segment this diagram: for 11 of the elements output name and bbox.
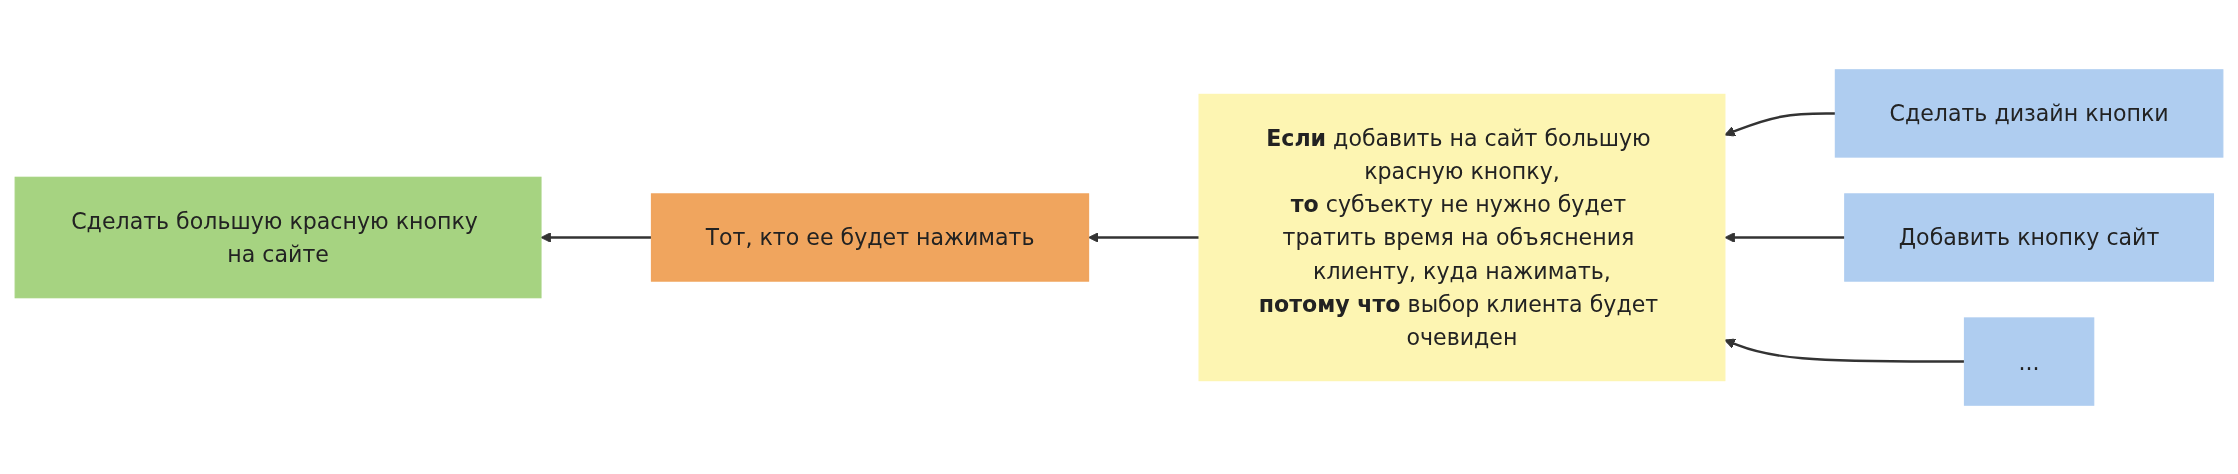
node-box: Тот, кто ее будет нажимать (650, 192, 1090, 282)
arrow (540, 231, 652, 243)
arrow (1088, 231, 1200, 243)
arrow (1724, 231, 1845, 243)
node-box: Добавить кнопку сайт (1844, 192, 2215, 282)
arrow (1724, 111, 1836, 136)
node-box: Сделать дизайн кнопки (1834, 68, 2224, 158)
node-box: Если добавить на сайт большую красную кнопку, то субъекту не нужно будет тратить время на объяснения клиенту, куда нажимать, потому что выбор клиента будет очевиден (1198, 93, 1726, 381)
node-box: ... (1963, 316, 2095, 406)
arrow (1724, 338, 1965, 363)
node-box: Сделать большую красную кнопку на сайте (14, 176, 542, 298)
